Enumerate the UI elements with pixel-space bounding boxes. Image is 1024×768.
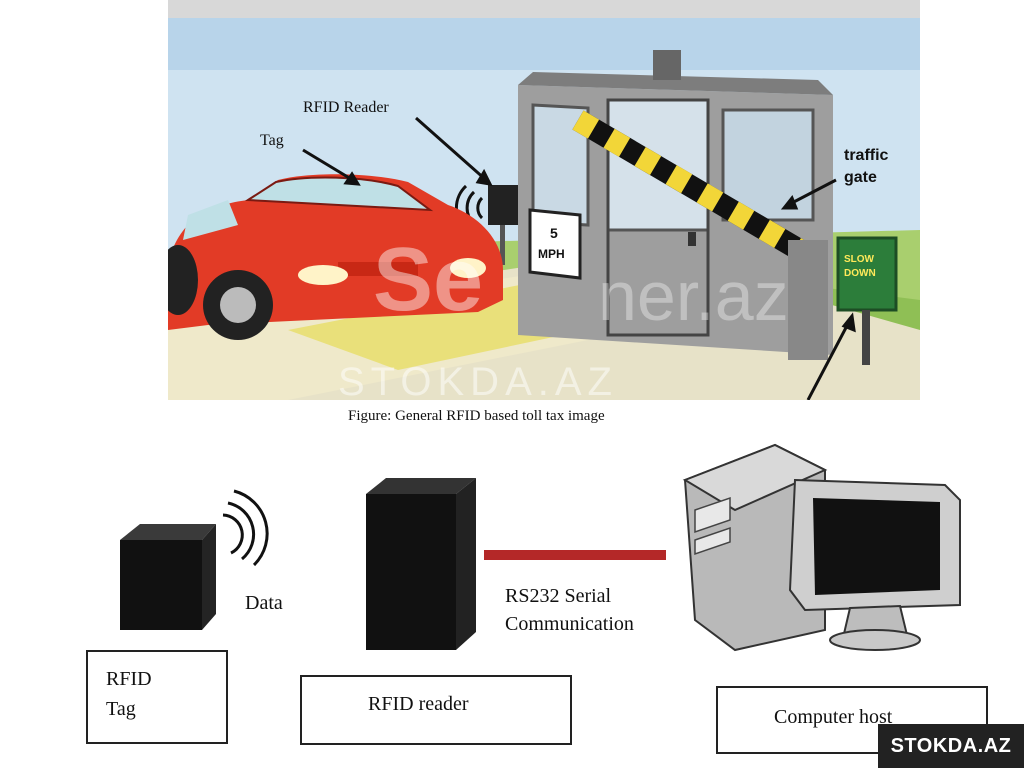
tag-label: Tag bbox=[260, 132, 284, 149]
rfid-reader-block bbox=[360, 474, 485, 659]
speed-sign-number: 5 bbox=[550, 225, 558, 241]
rfid-tag-box-line-2: Tag bbox=[106, 698, 136, 720]
data-label: Data bbox=[245, 592, 283, 614]
rfid-tag-box: RFID Tag bbox=[86, 650, 228, 744]
speed-sign-unit: MPH bbox=[538, 247, 565, 261]
wireless-waves-icon bbox=[218, 475, 278, 580]
toll-scene-illustration: Se ner.az STOKDA.AZ Tag RFID Reader traf… bbox=[168, 0, 920, 400]
traffic-gate-arm bbox=[572, 110, 828, 360]
green-sign-text-2: DOWN bbox=[844, 268, 876, 279]
watermark-text: ner.az bbox=[598, 257, 789, 335]
rs232-label: RS232 Serial Communication bbox=[505, 582, 634, 638]
traffic-gate-label-1: traffic bbox=[844, 147, 889, 164]
green-sign-text-1: SLOW bbox=[844, 254, 875, 265]
watermark-logo: Se bbox=[373, 230, 483, 330]
rs232-label-line-2: Communication bbox=[505, 613, 634, 635]
toll-scene-drawing: Se ner.az STOKDA.AZ Tag RFID Reader traf… bbox=[168, 0, 920, 400]
green-sign bbox=[836, 236, 898, 365]
rfid-reader-label: RFID Reader bbox=[303, 99, 389, 116]
rfid-tag-box-line-1: RFID bbox=[106, 668, 152, 690]
rfid-reader-box: RFID reader bbox=[300, 675, 572, 745]
traffic-gate-label-2: gate bbox=[844, 169, 877, 186]
watermark-text-2: STOKDA.AZ bbox=[338, 360, 618, 400]
stokda-badge: STOKDA.AZ bbox=[878, 724, 1024, 768]
figure-caption: Figure: General RFID based toll tax imag… bbox=[348, 408, 605, 424]
rs232-link-line bbox=[484, 548, 666, 560]
label-arrows bbox=[302, 116, 856, 400]
computer-host-box-label: Computer host bbox=[774, 706, 893, 728]
computer-host-icon bbox=[675, 440, 965, 660]
rfid-reader-box-label: RFID reader bbox=[368, 693, 469, 715]
rfid-tag-cube bbox=[112, 520, 222, 640]
rs232-label-line-1: RS232 Serial bbox=[505, 585, 612, 607]
red-car bbox=[168, 174, 503, 340]
